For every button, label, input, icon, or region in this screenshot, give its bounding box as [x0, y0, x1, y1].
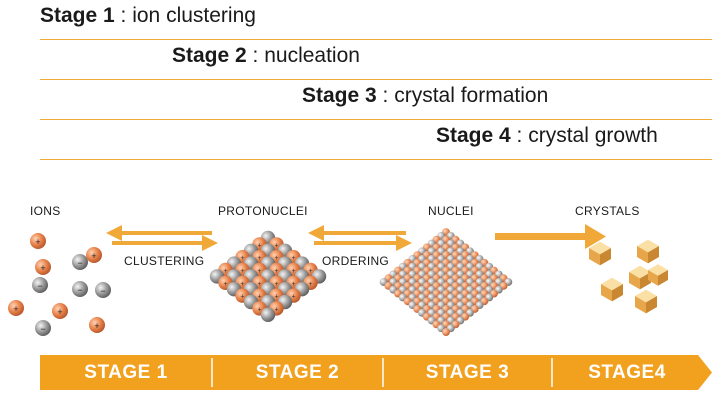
- svg-text:+: +: [223, 268, 227, 275]
- svg-text:+: +: [223, 281, 227, 288]
- svg-text:+: +: [274, 268, 278, 275]
- svg-text:+: +: [240, 281, 244, 288]
- svg-text:+: +: [291, 294, 295, 301]
- svg-text:+: +: [257, 242, 261, 249]
- svg-text:−: −: [100, 286, 105, 296]
- stage-4-text: Stage 4 : crystal growth: [436, 124, 658, 148]
- stage-3-text: Stage 3 : crystal formation: [302, 84, 548, 108]
- ion: −: [95, 282, 111, 298]
- ordering-label: ORDERING: [322, 254, 390, 268]
- stage-1-text: Stage 1 : ion clustering: [40, 4, 256, 28]
- stage-4-title: Stage 4: [436, 124, 511, 147]
- banner-stage-4: STAGE4: [588, 361, 666, 383]
- svg-text:−: −: [77, 258, 82, 268]
- stage-3-title: Stage 3: [302, 84, 377, 107]
- svg-text:+: +: [308, 281, 312, 288]
- svg-text:+: +: [40, 263, 45, 273]
- svg-text:+: +: [308, 268, 312, 275]
- growth-arrow: [495, 224, 606, 249]
- banner-stage-3: STAGE 3: [425, 361, 510, 383]
- protonuclei-label: PROTONUCLEI: [218, 204, 308, 218]
- clustering-label: CLUSTERING: [124, 254, 205, 268]
- ordering-arrows: [308, 225, 412, 251]
- svg-text:−: −: [77, 285, 82, 295]
- stage-line-3: Stage 3 : crystal formation: [40, 80, 712, 120]
- crystals-label: CRYSTALS: [575, 204, 640, 218]
- nuclei-label: NUCLEI: [428, 204, 474, 218]
- svg-text:+: +: [274, 306, 278, 313]
- stage-line-4: Stage 4 : crystal growth: [40, 120, 712, 160]
- svg-text:+: +: [274, 281, 278, 288]
- stage-line-2: Stage 2 : nucleation: [40, 40, 712, 80]
- svg-text:+: +: [274, 294, 278, 301]
- svg-text:+: +: [91, 251, 96, 261]
- svg-text:+: +: [94, 321, 99, 331]
- svg-text:+: +: [240, 268, 244, 275]
- svg-text:−: −: [37, 281, 42, 291]
- stage-4-desc: : crystal growth: [510, 124, 658, 147]
- crystal-cube: [629, 265, 651, 290]
- svg-text:+: +: [291, 268, 295, 275]
- nuclei-lattice: [379, 228, 513, 336]
- banner-shape: [40, 355, 712, 390]
- ions-label: IONS: [30, 204, 61, 218]
- banner-stage-1: STAGE 1: [84, 361, 168, 383]
- stage-1-desc: : ion clustering: [114, 4, 256, 27]
- svg-text:+: +: [13, 304, 18, 314]
- crystal-cube: [635, 289, 657, 314]
- svg-text:−: −: [40, 324, 45, 334]
- ion: +: [86, 247, 102, 263]
- crystals-group: [589, 239, 668, 314]
- ion: −: [35, 320, 51, 336]
- svg-text:+: +: [257, 281, 261, 288]
- svg-text:+: +: [257, 268, 261, 275]
- svg-text:+: +: [274, 255, 278, 262]
- lattice-ion: [260, 307, 276, 322]
- stage-2-text: Stage 2 : nucleation: [172, 44, 360, 68]
- ion: +: [30, 233, 46, 249]
- crystal-cube: [637, 239, 659, 264]
- crystal-cube: [589, 241, 611, 266]
- stage-2-desc: : nucleation: [246, 44, 360, 67]
- svg-text:+: +: [57, 307, 62, 317]
- svg-text:+: +: [257, 255, 261, 262]
- ion: +: [35, 259, 51, 275]
- ion: −: [72, 254, 88, 270]
- stage-line-1: Stage 1 : ion clustering: [40, 0, 712, 40]
- crystal-cube: [648, 264, 668, 286]
- clustering-arrows: [106, 225, 218, 251]
- svg-text:+: +: [35, 237, 40, 247]
- protonuclei-lattice: + + + + + + + + + + + + + + + + + + + + + + + +: [209, 230, 327, 322]
- stage-1-title: Stage 1: [40, 4, 115, 27]
- svg-text:+: +: [240, 294, 244, 301]
- svg-text:+: +: [240, 255, 244, 262]
- svg-text:+: +: [291, 281, 295, 288]
- svg-text:+: +: [257, 306, 261, 313]
- stage-banner: STAGE 1 STAGE 2 STAGE 3 STAGE4: [40, 355, 712, 390]
- crystal-cube: [601, 277, 623, 302]
- banner-stage-2: STAGE 2: [255, 361, 340, 383]
- ion: −: [32, 277, 48, 293]
- stage-3-desc: : crystal formation: [376, 84, 549, 107]
- ion: +: [52, 303, 68, 319]
- ions-cluster: + − + + − − − + + − +: [8, 233, 111, 336]
- ion: −: [72, 281, 88, 297]
- svg-text:+: +: [274, 242, 278, 249]
- ion: +: [89, 317, 105, 333]
- nuclei-ion: [442, 328, 450, 336]
- stage-2-title: Stage 2: [172, 44, 247, 67]
- ion: +: [8, 300, 24, 316]
- svg-text:+: +: [257, 294, 261, 301]
- svg-text:+: +: [291, 255, 295, 262]
